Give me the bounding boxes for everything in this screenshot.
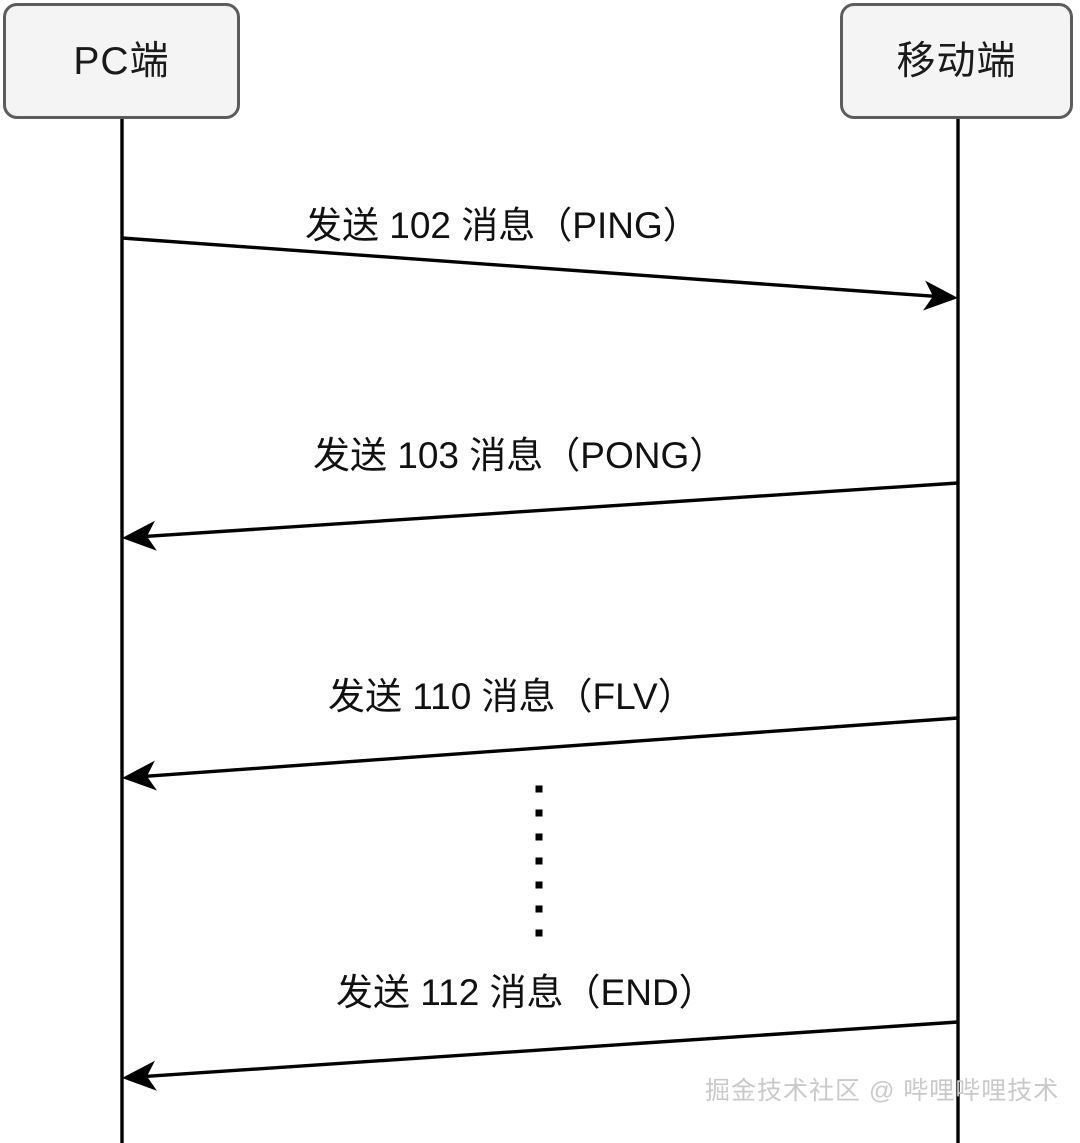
participant-box-mobile[interactable]: 移动端 [840, 3, 1073, 119]
arrow-head-flv [122, 760, 157, 791]
arrow-head-pong [122, 520, 157, 551]
participant-box-pc[interactable]: PC端 [3, 3, 240, 119]
ellipsis-dot [535, 833, 543, 841]
arrow-head-end [122, 1060, 157, 1091]
message-arrow-end[interactable] [122, 1020, 959, 1091]
ellipsis-dot [535, 809, 543, 817]
message-label-pong: 发送 103 消息（PONG） [313, 435, 727, 476]
message-line-flv [146, 716, 959, 778]
ellipsis-dot [535, 881, 543, 889]
message-line-end [146, 1020, 959, 1079]
ellipsis-dot [535, 905, 543, 913]
ellipsis-dot [535, 857, 543, 865]
message-arrow-ping[interactable] [121, 236, 958, 311]
message-label-ping: 发送 102 消息（PING） [305, 205, 700, 246]
message-label-end: 发送 112 消息（END） [336, 972, 716, 1013]
ellipsis-dot [535, 785, 543, 793]
lifelines-group [120, 119, 960, 1143]
vertical-ellipsis-icon [535, 785, 543, 937]
participant-label-mobile: 移动端 [896, 39, 1017, 83]
watermark-text: 掘金技术社区 @ 哔哩哔哩技术 [705, 1077, 1060, 1105]
message-label-flv: 发送 110 消息（FLV） [328, 676, 695, 717]
message-arrow-pong[interactable] [122, 481, 959, 551]
message-line-pong [146, 481, 959, 539]
message-arrows-group [121, 236, 959, 1091]
arrow-head-ping [923, 280, 958, 311]
participant-label-pc: PC端 [73, 39, 170, 83]
message-line-ping [121, 236, 934, 298]
ellipsis-dot [535, 929, 543, 937]
message-arrow-flv[interactable] [122, 716, 959, 791]
